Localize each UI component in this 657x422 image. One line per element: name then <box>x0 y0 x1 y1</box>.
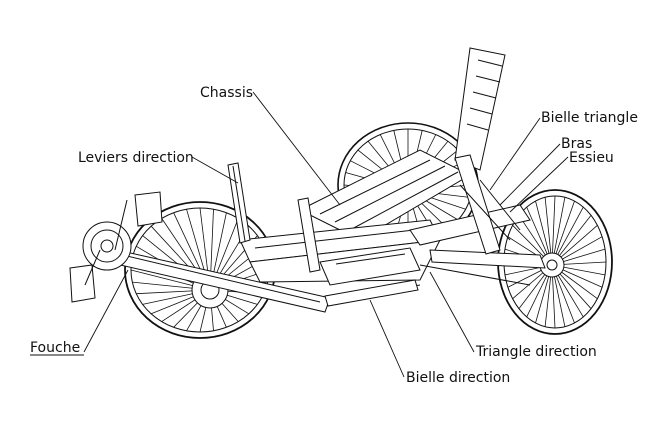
label-bielle-triangle: Bielle triangle <box>541 110 638 126</box>
leader-lines <box>84 92 568 377</box>
label-triangle-direction: Triangle direction <box>475 344 597 360</box>
label-chassis: Chassis <box>200 85 253 101</box>
chassis-frame <box>240 205 530 285</box>
seat <box>300 48 505 240</box>
label-essieu: Essieu <box>569 150 614 166</box>
label-bras: Bras <box>561 136 592 152</box>
label-bielle-direction: Bielle direction <box>406 370 510 386</box>
front-boom <box>70 192 330 312</box>
label-fouche: Fouche <box>30 340 80 356</box>
label-leviers-direction: Leviers direction <box>78 150 194 166</box>
steering-levers <box>228 163 320 272</box>
